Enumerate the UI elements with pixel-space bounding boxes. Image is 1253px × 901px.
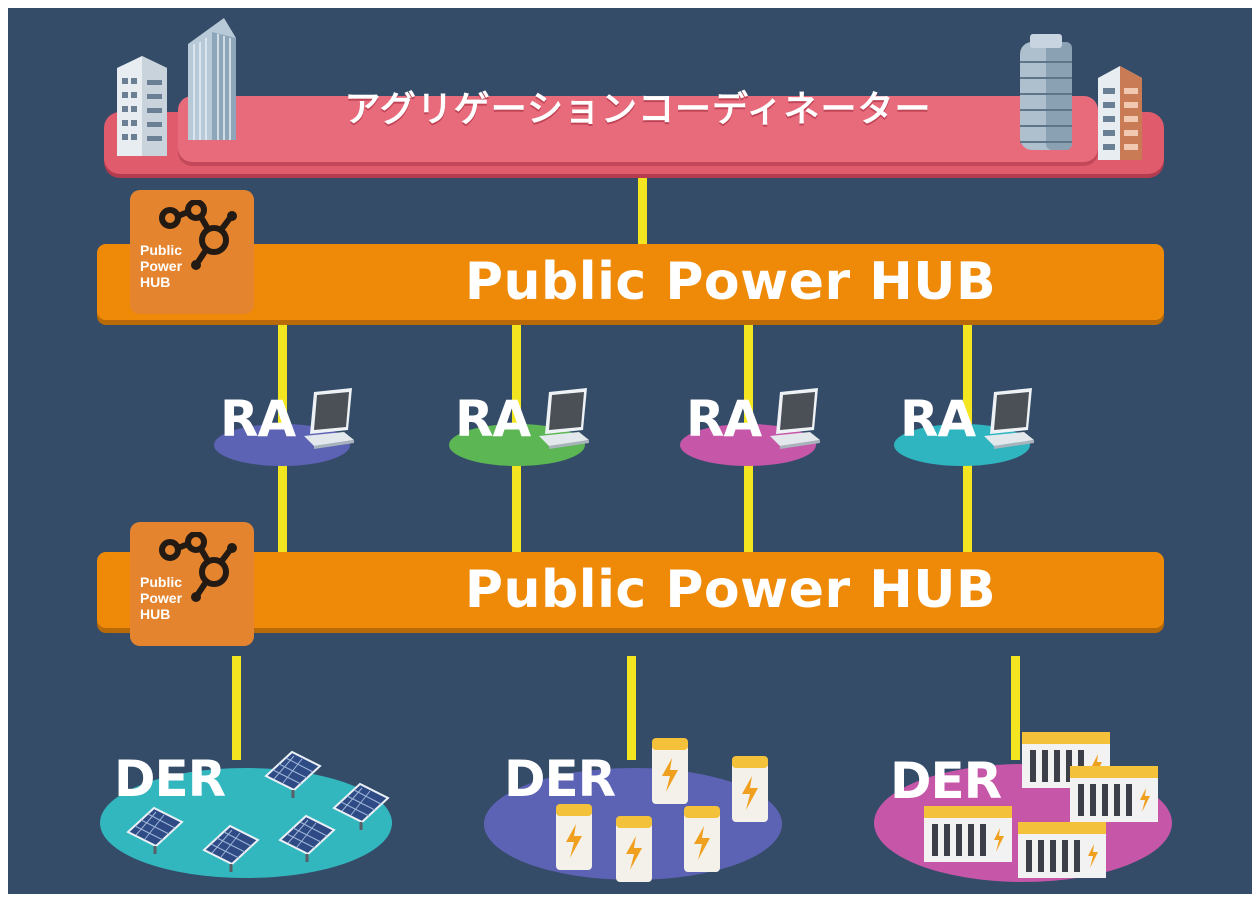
logo-line-2: Power bbox=[140, 590, 183, 606]
der-label: DER bbox=[890, 752, 1002, 810]
battery-rack-icon bbox=[1070, 766, 1158, 822]
laptop-icon bbox=[539, 388, 589, 449]
tower-building-icon bbox=[188, 18, 236, 140]
solar-panel-icon bbox=[264, 750, 322, 798]
public-power-hub-bottom: Public Power HUB bbox=[97, 552, 1164, 628]
network-hub-icon bbox=[159, 532, 237, 602]
logo-line-1: Public bbox=[140, 574, 183, 590]
hub-bottom-title: Public Power HUB bbox=[464, 560, 997, 620]
battery-rack-icon bbox=[1022, 732, 1110, 788]
ra-label: RA bbox=[900, 390, 976, 448]
glass-tower-icon bbox=[1020, 34, 1072, 150]
ra-label: RA bbox=[220, 390, 296, 448]
laptop-icon bbox=[304, 388, 354, 449]
solar-panel-icon bbox=[278, 814, 336, 862]
solar-panel-icon bbox=[202, 824, 260, 872]
solar-panel-icon bbox=[126, 806, 184, 854]
connector-hub-der-3 bbox=[1011, 656, 1020, 760]
ra-node-3: RA bbox=[680, 386, 820, 466]
coordinator-banner-layer bbox=[178, 96, 1098, 162]
public-power-hub-top: Public Power HUB bbox=[97, 244, 1164, 320]
der-node-solar: DER bbox=[96, 738, 396, 888]
hub-top-title: Public Power HUB bbox=[464, 252, 997, 312]
battery-icon bbox=[732, 756, 768, 822]
connector-hub-der-2 bbox=[627, 656, 636, 760]
laptop-icon bbox=[770, 388, 820, 449]
ra-node-4: RA bbox=[894, 386, 1034, 466]
der-label: DER bbox=[114, 750, 226, 808]
network-hub-icon bbox=[159, 200, 237, 270]
der-node-battery: DER bbox=[484, 730, 784, 888]
connector-coordinator-hub bbox=[638, 174, 647, 246]
solar-panel-icon bbox=[332, 782, 390, 830]
battery-rack-icon bbox=[924, 806, 1012, 862]
der-label: DER bbox=[504, 750, 616, 808]
logo-line-1: Public bbox=[140, 242, 183, 258]
coordinator-title: アグリゲーションコーディネーター bbox=[344, 89, 932, 130]
ra-label: RA bbox=[455, 390, 531, 448]
hub-bottom-logo: Public Power HUB bbox=[130, 522, 254, 646]
battery-icon bbox=[684, 806, 720, 872]
ra-label: RA bbox=[686, 390, 762, 448]
der-node-battery-rack: DER bbox=[872, 724, 1182, 888]
logo-line-2: Power bbox=[140, 258, 183, 274]
battery-rack-icon bbox=[1018, 822, 1106, 878]
hub-top-logo: Public Power HUB bbox=[130, 190, 254, 314]
office-building-icon bbox=[117, 56, 167, 156]
battery-icon bbox=[652, 738, 688, 804]
battery-icon bbox=[616, 816, 652, 882]
logo-line-3: HUB bbox=[140, 606, 171, 622]
connector-hub-der-1 bbox=[232, 656, 241, 760]
ra-node-2: RA bbox=[449, 386, 589, 466]
battery-icon bbox=[556, 804, 592, 870]
laptop-icon bbox=[984, 388, 1034, 449]
apartment-building-icon bbox=[1098, 66, 1142, 160]
logo-line-3: HUB bbox=[140, 274, 171, 290]
diagram-canvas: アグリゲーションコーディネーター bbox=[8, 8, 1252, 894]
ra-node-1: RA bbox=[214, 386, 354, 466]
